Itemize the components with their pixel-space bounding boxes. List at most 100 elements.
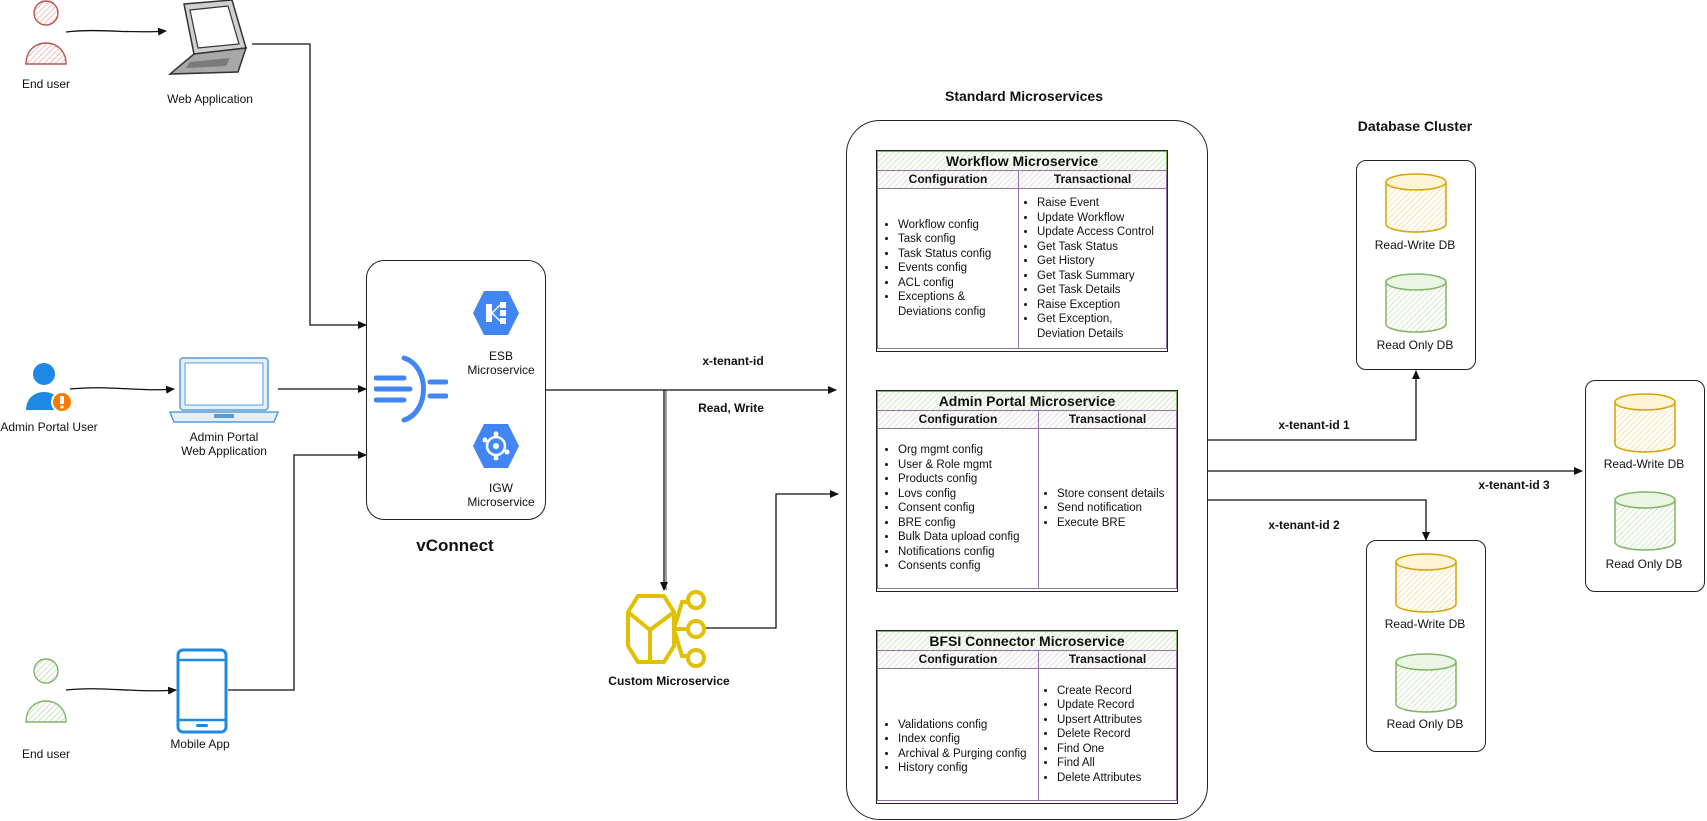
admin-config-list: Org mgmt config User & Role mgmt Product… [878,443,1019,574]
edge-label-tenant-id-2: x-tenant-id 2 [1268,518,1340,532]
list-item: Bulk Data upload config [898,530,1019,545]
bfsi-config-list: Validations config Index config Archival… [878,718,1026,776]
read-write-db-label: Read-Write DB [1384,617,1466,631]
read-only-db-label: Read Only DB [1386,717,1464,731]
list-item: Archival & Purging config [898,747,1026,762]
list-item: History config [898,761,1026,776]
admin-trans-header: Transactional [1039,411,1176,429]
end-user-label: End user [21,77,71,91]
list-item: Update Workflow [1037,211,1154,226]
bfsi-trans-list: Create Record Update Record Upsert Attri… [1039,684,1142,786]
edge-custom-standard [706,490,839,629]
mobile-app-label: Mobile App [170,737,230,751]
read-only-db-label: Read Only DB [1376,338,1454,352]
list-item: Events config [898,261,991,276]
web-application-label: Web Application [167,92,253,106]
vconnect-title: vConnect [416,536,494,555]
edge-webapp-vconnect [252,43,367,329]
bfsi-connector-microservice-title: BFSI Connector Microservice [877,631,1177,650]
igw-microservice-label: IGW Microservice [467,481,535,509]
read-write-db-label: Read-Write DB [1374,238,1456,252]
admin-trans-list: Store consent details Send notification … [1039,487,1164,531]
standard-microservices-title: Standard Microservices [945,88,1103,104]
list-item: Notifications config [898,545,1019,560]
list-item: Exceptions &Deviations config [898,290,991,319]
list-item: Validations config [898,718,1026,733]
laptop-icon [167,0,248,75]
list-item: Index config [898,732,1026,747]
list-item: Task Status config [898,247,991,262]
workflow-microservice-title: Workflow Microservice [877,151,1167,170]
database-icon [1395,653,1457,713]
database-cluster-title: Database Cluster [1357,118,1473,134]
list-item: Find One [1057,742,1142,757]
admin-config-header: Configuration [878,411,1038,429]
esb-hexagon-icon [473,291,519,335]
list-item: Update Access Control [1037,225,1154,240]
edge-mobile-vconnect [228,451,367,691]
list-item: Raise Exception [1037,298,1154,313]
admin-portal-microservice: Admin Portal Microservice Configuration … [876,390,1178,592]
list-item: Get Task Summary [1037,269,1154,284]
list-item: Send notification [1057,501,1164,516]
workflow-trans-list: Raise Event Update Workflow Update Acces… [1019,196,1154,341]
igw-hexagon-icon [473,424,519,468]
list-item: Delete Attributes [1057,771,1142,786]
api-gateway-icon [374,355,448,423]
list-item: Task config [898,232,991,247]
end-user-bottom-label: End user [21,747,71,761]
list-item: ACL config [898,276,991,291]
database-icon [1385,173,1447,233]
edge-standard-db1 [1208,370,1420,441]
list-item: Execute BRE [1057,516,1164,531]
list-item: Upsert Attributes [1057,713,1142,728]
list-item: Raise Event [1037,196,1154,211]
end-user-icon [25,0,67,65]
workflow-microservice: Workflow Microservice Configuration Work… [876,150,1168,352]
end-user-bottom-icon [25,658,67,723]
list-item: Lovs config [898,487,1019,502]
list-item: Consents config [898,559,1019,574]
read-write-db-label: Read-Write DB [1603,457,1685,471]
list-item: Create Record [1057,684,1142,699]
edge-label-tenant-id: x-tenant-id [702,354,764,368]
list-item: BRE config [898,516,1019,531]
list-item: Products config [898,472,1019,487]
list-item: Org mgmt config [898,443,1019,458]
list-item: Store consent details [1057,487,1164,502]
list-item: Get Exception,Deviation Details [1037,312,1154,341]
edge-admin-adminapp [69,385,175,394]
custom-microservice-label: Custom Microservice [608,674,730,688]
admin-laptop-icon [168,357,280,423]
bfsi-config-header: Configuration [878,651,1038,669]
bfsi-trans-header: Transactional [1039,651,1176,669]
bfsi-connector-microservice: BFSI Connector Microservice Configuratio… [876,630,1178,804]
admin-portal-microservice-title: Admin Portal Microservice [877,391,1177,410]
database-icon [1385,273,1447,333]
admin-portal-user-label: Admin Portal User [0,420,98,434]
edge-label-tenant-id-3: x-tenant-id 3 [1478,478,1550,492]
list-item: Consent config [898,501,1019,516]
list-item: Delete Record [1057,727,1142,742]
edge-label-read-write: Read, Write [698,401,764,415]
edge-label-tenant-id-1: x-tenant-id 1 [1278,418,1350,432]
mobile-phone-icon [176,648,228,734]
admin-portal-web-app-label: Admin Portal Web Application [181,430,267,458]
list-item: User & Role mgmt [898,458,1019,473]
list-item: Get History [1037,254,1154,269]
database-icon [1614,491,1676,551]
esb-microservice-label: ESB Microservice [467,349,535,377]
list-item: Update Record [1057,698,1142,713]
custom-microservice-icon [626,590,706,668]
list-item: Get Task Status [1037,240,1154,255]
admin-user-icon [26,363,73,413]
edge-enduser-webapp [65,27,167,36]
edge-standard-db2 [1208,499,1430,541]
database-icon [1395,553,1457,613]
read-only-db-label: Read Only DB [1605,557,1683,571]
workflow-trans-header: Transactional [1019,171,1166,189]
workflow-config-header: Configuration [878,171,1018,189]
edge-enduser-mobile [65,686,177,695]
database-icon [1614,393,1676,453]
